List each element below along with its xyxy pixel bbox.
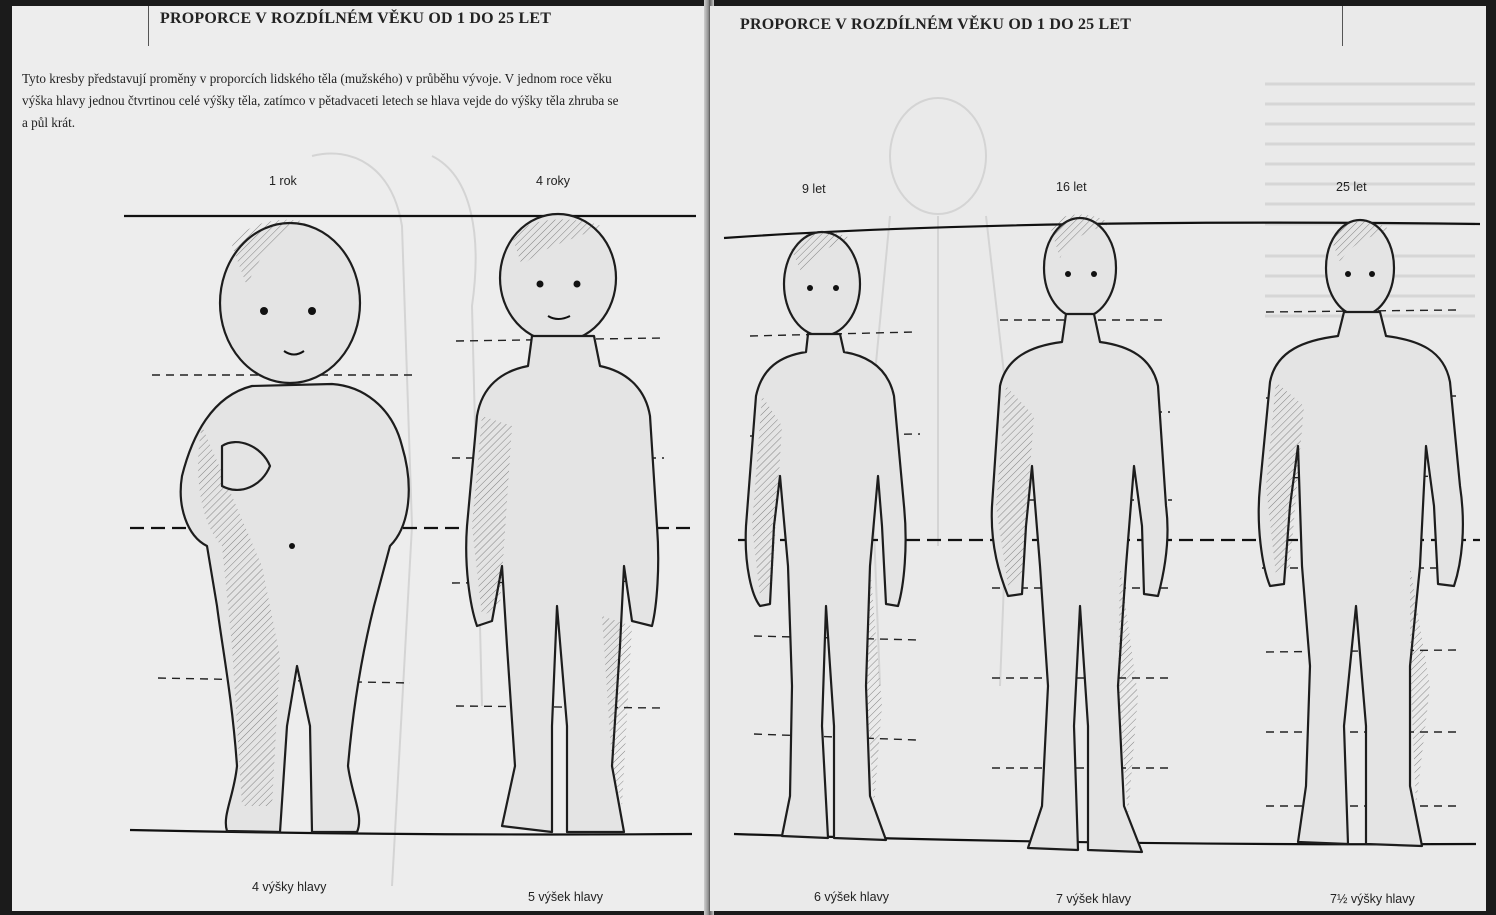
right-page: PROPORCE V ROZDÍLNÉM VĚKU OD 1 DO 25 LET	[710, 6, 1486, 911]
caption-1-year: 4 výšky hlavy	[252, 880, 326, 894]
caption-4-years: 5 výšek hlavy	[528, 890, 603, 904]
age-label-1-year: 1 rok	[269, 174, 297, 188]
left-page: PROPORCE V ROZDÍLNÉM VĚKU OD 1 DO 25 LET…	[12, 6, 708, 911]
age-label-9-years: 9 let	[802, 182, 826, 196]
figure-1-year-drawing	[181, 220, 409, 832]
show-through-skeleton	[890, 98, 986, 214]
caption-16-years: 7 výšek hlavy	[1056, 892, 1131, 906]
left-figures-illustration	[12, 6, 708, 911]
age-label-4-years: 4 roky	[536, 174, 570, 188]
age-label-25-years: 25 let	[1336, 180, 1367, 194]
figure-9-years-drawing	[746, 232, 906, 840]
age-label-16-years: 16 let	[1056, 180, 1087, 194]
figure-4-years-drawing	[466, 214, 658, 832]
caption-25-years: 7½ výšky hlavy	[1330, 892, 1415, 906]
right-figures-illustration	[710, 6, 1486, 911]
figure-25-years-drawing	[1259, 220, 1463, 846]
figure-16-years-drawing	[992, 214, 1168, 852]
caption-9-years: 6 výšek hlavy	[814, 890, 889, 904]
